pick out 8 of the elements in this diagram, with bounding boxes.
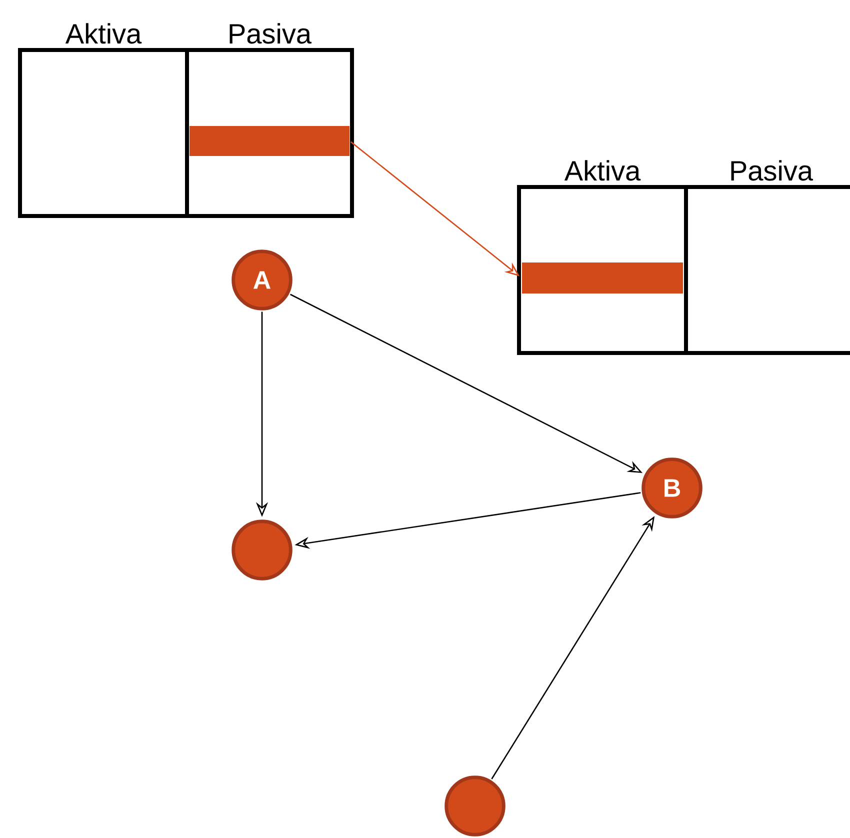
node-label: Aktiva: [564, 160, 641, 181]
circle: [232, 520, 292, 580]
highlight-bar: [190, 126, 350, 156]
highlight-bar: [522, 262, 683, 294]
circle: [444, 776, 506, 836]
node-label: Pasiva: [731, 160, 814, 181]
node-label: Aktiva: [65, 23, 142, 44]
node-label: Pasiva: [230, 23, 312, 44]
